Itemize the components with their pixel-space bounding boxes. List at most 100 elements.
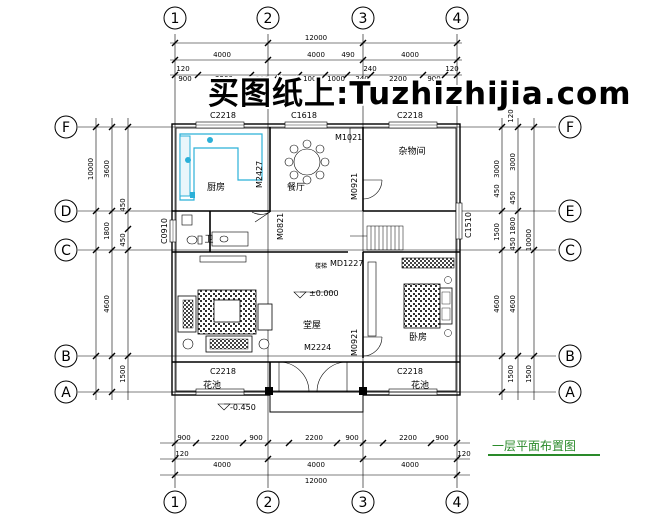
dim-left-total: 10000 bbox=[87, 158, 95, 180]
room-label-storage: 杂物间 bbox=[398, 145, 425, 157]
label-c2218-tr: C2218 bbox=[397, 111, 423, 120]
label-m1021: M1021 bbox=[335, 133, 362, 142]
axis-bubble-2-bottom bbox=[256, 490, 280, 514]
dim-left-5: 4600 bbox=[103, 295, 111, 313]
stair-label: 楼梯 bbox=[315, 262, 327, 270]
dim-top-piece-6: 1000 bbox=[327, 75, 345, 83]
dim-top-total: 12000 bbox=[305, 34, 327, 42]
dim-top-bay-1: 4000 bbox=[213, 51, 231, 59]
dim-top-bay-3: 4000 bbox=[401, 51, 419, 59]
kitchen-cabinets bbox=[179, 133, 263, 201]
dim-top-piece-3: 2200 bbox=[215, 75, 233, 83]
label-m0921-b: M0921 bbox=[350, 329, 359, 356]
axis-label-A-left: A bbox=[61, 385, 71, 401]
axis-bubble-D-left bbox=[54, 199, 78, 223]
label-m2427: M2427 bbox=[255, 161, 264, 188]
wc-fixtures bbox=[181, 214, 249, 247]
dim-bottom-piece-7: 900 bbox=[435, 434, 448, 442]
axis-bubble-C-left bbox=[54, 238, 78, 262]
dim-right-3: 1500 bbox=[493, 223, 501, 241]
room-label-kitchen: 厨房 bbox=[207, 181, 225, 193]
dim-left-1: 3600 bbox=[103, 160, 111, 178]
axis-bubble-A-right bbox=[558, 380, 582, 404]
dim-bottom-piece-4: 2200 bbox=[305, 434, 323, 442]
label-c2218-bl: C2218 bbox=[210, 367, 236, 376]
axis-label-A-right: A bbox=[565, 385, 575, 401]
dim-right-piece-6: 450 bbox=[509, 237, 517, 250]
axis-label-F-left: F bbox=[62, 120, 70, 136]
dimension-lines-bottom bbox=[160, 439, 470, 479]
axis-label-4-top: 4 bbox=[453, 11, 462, 27]
dim-right-piece-3: 1500 bbox=[525, 365, 533, 383]
dim-top-piece-1: 120 bbox=[176, 65, 189, 73]
dim-top-piece-4: 900 bbox=[255, 75, 268, 83]
axis-label-B-left: B bbox=[61, 349, 71, 365]
dim-top-piece-10: 120 bbox=[445, 65, 458, 73]
axis-label-E-right: E bbox=[566, 204, 575, 220]
bedroom-furniture bbox=[367, 257, 455, 337]
axis-label-B-right: B bbox=[565, 349, 575, 365]
plan-title-underline bbox=[488, 454, 600, 456]
dim-bottom-piece-3: 900 bbox=[249, 434, 262, 442]
dim-right-piece-2: 4600 bbox=[509, 295, 517, 313]
room-label-bedroom: 卧房 bbox=[409, 331, 427, 343]
axis-bubble-2-top bbox=[256, 6, 280, 30]
axis-label-4-bottom: 4 bbox=[453, 495, 462, 511]
label-c0910: C0910 bbox=[160, 218, 169, 244]
room-label-dining: 餐厅 bbox=[287, 181, 305, 193]
dining-table bbox=[284, 139, 330, 185]
dim-left-3: 450 bbox=[119, 198, 127, 211]
dim-left-2: 1800 bbox=[103, 222, 111, 240]
dim-bottom-small-1: 120 bbox=[175, 450, 188, 458]
axis-bubble-F-right bbox=[558, 115, 582, 139]
dim-bottom-piece-1: 900 bbox=[177, 434, 190, 442]
dim-top-piece-9: 900 bbox=[427, 75, 440, 83]
window-sashes bbox=[172, 124, 460, 393]
axis-bubble-B-right bbox=[558, 344, 582, 368]
living-furniture bbox=[177, 255, 273, 353]
label-c1618: C1618 bbox=[291, 111, 317, 120]
axis-label-D-left: D bbox=[61, 204, 72, 220]
room-label-planter-right: 花池 bbox=[411, 379, 429, 391]
axis-label-F-right: F bbox=[566, 120, 574, 136]
axis-label-3-top: 3 bbox=[359, 11, 368, 27]
axis-label-2-top: 2 bbox=[264, 11, 273, 27]
sink-icon bbox=[207, 137, 213, 143]
dim-bottom-total: 12000 bbox=[305, 477, 327, 485]
dim-left-4: 450 bbox=[119, 233, 127, 246]
dim-top-extra-2: 240 bbox=[363, 65, 376, 73]
level-markers bbox=[217, 291, 334, 411]
dim-bottom-bay-2: 4000 bbox=[307, 461, 325, 469]
dim-bottom-bay-3: 4000 bbox=[401, 461, 419, 469]
dim-bottom-small-2: 120 bbox=[457, 450, 470, 458]
dim-right-4: 4600 bbox=[493, 295, 501, 313]
dim-left-6: 1500 bbox=[119, 365, 127, 383]
doors bbox=[251, 127, 383, 393]
dimension-lines-top bbox=[170, 39, 462, 79]
axis-bubble-1-bottom bbox=[163, 490, 187, 514]
level-floor: ±0.000 bbox=[309, 289, 339, 298]
stove-icon bbox=[185, 157, 191, 163]
axis-bubble-E-right bbox=[558, 199, 582, 223]
axis-label-2-bottom: 2 bbox=[264, 495, 273, 511]
dim-right-piece-5: 450 bbox=[509, 191, 517, 204]
dim-bottom-piece-5: 900 bbox=[345, 434, 358, 442]
dim-top-extra-1: 490 bbox=[341, 51, 354, 59]
watermark-text: 买图纸上:Tuzhizhijia.com bbox=[208, 76, 632, 112]
axis-bubble-4-bottom bbox=[445, 490, 469, 514]
room-label-planter-left: 花池 bbox=[203, 379, 221, 391]
label-c1510: C1510 bbox=[464, 212, 473, 238]
axis-bubble-A-left bbox=[54, 380, 78, 404]
dim-right-piece-4: 1800 bbox=[509, 217, 517, 235]
label-c2218-tl: C2218 bbox=[210, 111, 236, 120]
dim-top-bay-2: 4000 bbox=[307, 51, 325, 59]
axis-bubble-F-left bbox=[54, 115, 78, 139]
room-label-wc: 卫 bbox=[204, 235, 213, 245]
label-m2224: M2224 bbox=[304, 343, 331, 352]
label-md1227: MD1227 bbox=[330, 259, 363, 268]
dim-right-5: 1500 bbox=[507, 365, 515, 383]
axis-bubble-3-bottom bbox=[351, 490, 375, 514]
dim-top-piece-5: 1000 bbox=[303, 75, 321, 83]
label-m0821: M0821 bbox=[276, 213, 285, 240]
